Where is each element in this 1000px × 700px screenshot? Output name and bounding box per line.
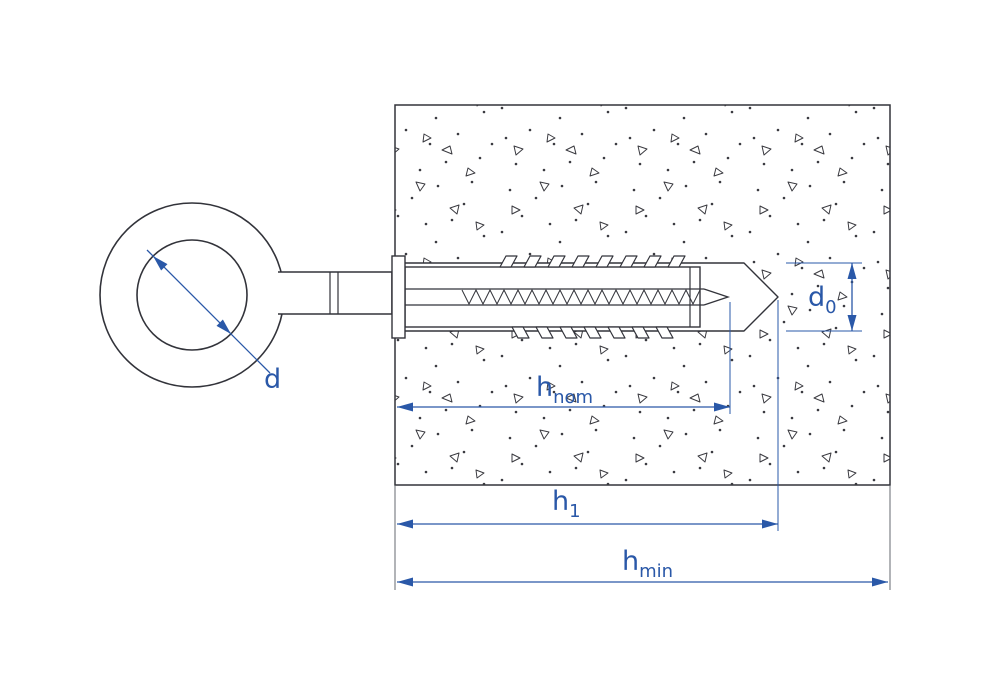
- plug-fins-bottom: [511, 326, 674, 339]
- plug-fins-top: [499, 255, 686, 268]
- arrowhead-icon: [762, 519, 778, 529]
- dimension-hmin: hmin: [394, 485, 891, 590]
- arrowhead-icon: [714, 402, 730, 412]
- dimension-d: d: [146, 249, 281, 395]
- arrowhead-icon: [397, 577, 413, 587]
- screw-thread: [405, 288, 731, 306]
- dim-label-d: d: [264, 364, 281, 395]
- arrowhead-icon: [847, 315, 857, 331]
- thread-zigzag: [461, 288, 701, 306]
- arrowhead-icon: [216, 319, 231, 334]
- arrowhead-icon: [872, 577, 888, 587]
- plug-body: [404, 266, 701, 328]
- arrowhead-icon: [397, 402, 413, 412]
- hook-shank: [278, 271, 393, 315]
- dimension-d0: d0: [786, 262, 862, 332]
- plug-flange: [391, 255, 406, 339]
- concrete-block: [394, 104, 891, 486]
- screw-tip: [703, 288, 731, 306]
- dimension-h1: h1: [397, 300, 779, 531]
- dim-label-d0: d0: [808, 282, 837, 318]
- arrowhead-icon: [397, 519, 413, 529]
- eye-hook: [99, 202, 393, 388]
- arrowhead-icon: [847, 263, 857, 279]
- dim-label-hmin: hmin: [622, 546, 673, 582]
- dimension-hnom: hnom: [397, 302, 731, 414]
- dim-label-hnom: hnom: [536, 372, 593, 408]
- dim-label-h1: h1: [552, 486, 581, 522]
- arrowhead-icon: [153, 256, 168, 271]
- expansion-plug: [391, 255, 731, 339]
